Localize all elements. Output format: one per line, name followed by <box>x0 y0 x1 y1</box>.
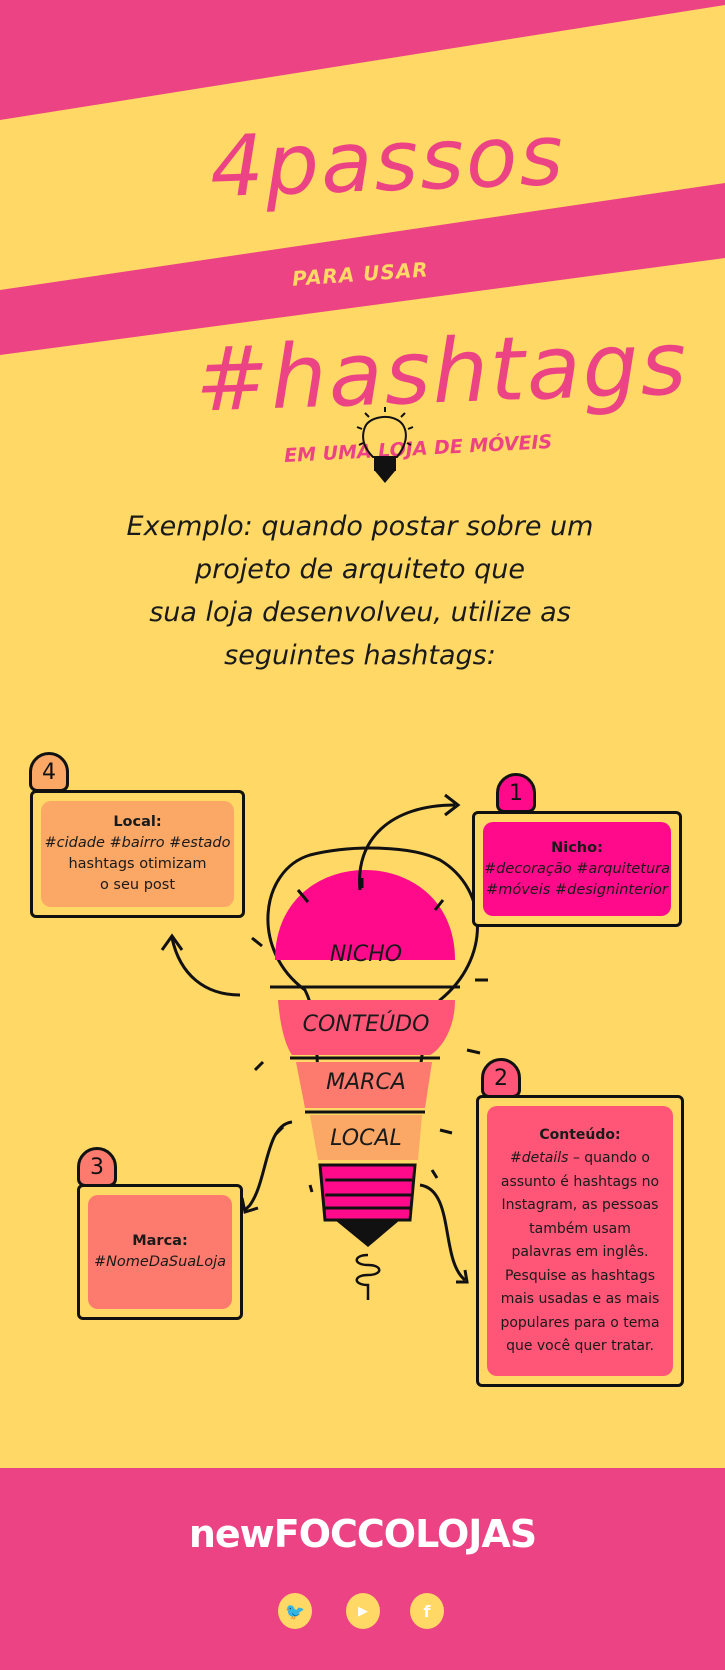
step-text: assunto é hashtags no <box>500 1173 660 1190</box>
facebook-icon[interactable]: f <box>410 1593 444 1629</box>
example-text: Exemplo: quando postar sobre um projeto … <box>110 505 610 677</box>
step-hashtags: #decoração #arquitetura <box>483 860 671 877</box>
step-3-marca-card: Marca: #NomeDaSuaLoja <box>77 1184 243 1320</box>
arrow-to-marca <box>243 1120 293 1212</box>
bulb-labels: NICHO CONTEÚDO MARCA LOCAL <box>266 940 466 1180</box>
step-text: mais usadas e as mais <box>500 1291 660 1307</box>
lightbulb-icon <box>356 407 414 483</box>
step-4-local-card: Local: #cidade #bairro #estado hashtags … <box>30 790 245 918</box>
step-2-badge: 2 <box>481 1058 521 1098</box>
step-hashtags: #NomeDaSuaLoja <box>93 1254 227 1270</box>
bulb-conteudo-segment <box>278 1000 455 1055</box>
step-title: Marca: <box>132 1233 188 1249</box>
step-text: palavras em inglês. <box>511 1244 649 1260</box>
twitter-icon[interactable]: 🐦 <box>278 1593 312 1629</box>
bulb-label-nicho: NICHO <box>329 942 403 967</box>
step-text: também usam <box>529 1220 631 1237</box>
example-line: projeto de arquiteto que <box>194 554 526 585</box>
step-4-badge: 4 <box>29 752 69 792</box>
step-title: Nicho: <box>551 839 603 856</box>
example-line: Exemplo: quando postar sobre um <box>126 511 594 542</box>
bulb-local-segment <box>310 1115 422 1160</box>
step-hashtags: #details <box>510 1150 569 1166</box>
step-text: – quando o <box>568 1150 650 1166</box>
step-text: populares para o tema <box>500 1314 660 1331</box>
footer <box>0 1468 725 1670</box>
step-hashtags: #cidade #bairro #estado <box>44 835 231 851</box>
example-line: seguintes hashtags: <box>224 640 496 671</box>
spiral-filament <box>355 1253 381 1300</box>
bulb-marca-segment <box>296 1062 432 1108</box>
title-4passos: 4passos <box>208 105 567 217</box>
step-1-badge: 1 <box>496 773 536 813</box>
bulb-diagram <box>160 793 488 1300</box>
brand-logo: newFOCCOLOJAS <box>188 1512 537 1556</box>
step-1-nicho-card: Nicho: #decoração #arquitetura #móveis #… <box>472 811 682 927</box>
step-title: Conteúdo: <box>539 1126 621 1143</box>
step-text: Pesquise as hashtags <box>504 1267 656 1284</box>
arrow-to-conteudo <box>419 1183 467 1282</box>
example-line: sua loja desenvolveu, utilize as <box>149 597 571 628</box>
bulb-label-local: LOCAL <box>330 1126 402 1151</box>
step-3-badge: 3 <box>77 1147 117 1187</box>
step-text: hashtags otimizam <box>68 856 207 872</box>
step-text: o seu post <box>99 877 176 893</box>
bulb-label-marca: MARCA <box>326 1070 406 1095</box>
arrow-to-local <box>170 937 241 997</box>
step-text: Instagram, as pessoas <box>501 1197 659 1213</box>
youtube-icon[interactable]: ▶ <box>346 1593 380 1629</box>
step-text: que você quer tratar. <box>506 1338 654 1354</box>
bulb-nicho-segment <box>275 870 455 960</box>
title-hashtags: #hashtags <box>193 311 690 432</box>
step-2-conteudo-card: Conteúdo: #details – quando o assunto é … <box>476 1095 684 1387</box>
step-title: Local: <box>113 814 162 830</box>
bulb-label-conteudo: CONTEÚDO <box>302 1012 430 1037</box>
arrow-to-nicho <box>358 803 456 891</box>
step-hashtags: #móveis #designinterior <box>486 881 668 898</box>
